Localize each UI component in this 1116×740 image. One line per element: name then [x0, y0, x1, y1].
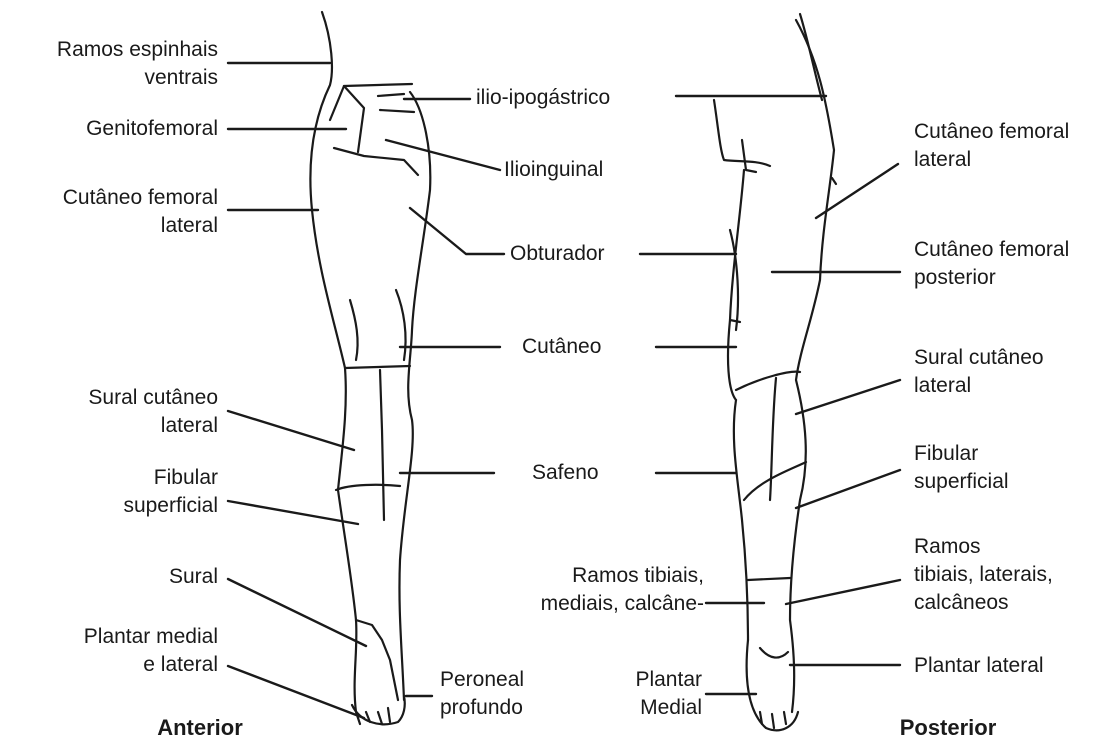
- label-ramos-tibiais-laterais: Ramos tibiais, laterais, calcâneos: [914, 533, 1053, 617]
- label-genitofemoral: Genitofemoral: [86, 115, 218, 143]
- label-peroneal-profundo: Peroneal profundo: [440, 666, 524, 722]
- posterior-leg-outline: [714, 14, 836, 730]
- label-sural-cutaneo-lateral-posterior: Sural cutâneo lateral: [914, 344, 1044, 400]
- label-plantar-medial: Plantar Medial: [635, 666, 702, 722]
- view-title-anterior: Anterior: [120, 714, 280, 740]
- view-title-posterior: Posterior: [868, 714, 1028, 740]
- label-obturador: Obturador: [510, 240, 605, 268]
- label-safeno: Safeno: [532, 459, 599, 487]
- label-cutaneo-femoral-posterior: Cutâneo femoral posterior: [914, 236, 1069, 292]
- label-ilio-ipogastrico: ilio-ipogástrico: [476, 84, 610, 112]
- label-plantar-lateral: Plantar lateral: [914, 652, 1044, 680]
- label-ramos-espinhais-ventrais: Ramos espinhais ventrais: [57, 36, 218, 92]
- label-cutaneo: Cutâneo: [522, 333, 601, 361]
- label-cutaneo-femoral-lateral-anterior: Cutâneo femoral lateral: [63, 184, 218, 240]
- label-fibular-superficial-anterior: Fibular superficial: [123, 464, 218, 520]
- label-ilioinguinal: Ilioinguinal: [504, 156, 603, 184]
- label-fibular-superficial-posterior: Fibular superficial: [914, 440, 1009, 496]
- label-sural: Sural: [169, 563, 218, 591]
- label-sural-cutaneo-lateral-anterior: Sural cutâneo lateral: [88, 384, 218, 440]
- label-ramos-tibiais-mediais: Ramos tibiais, mediais, calcâne-: [541, 562, 704, 618]
- label-cutaneo-femoral-lateral-posterior: Cutâneo femoral lateral: [914, 118, 1069, 174]
- anterior-leg-outline: [310, 12, 430, 724]
- label-plantar-medial-e-lateral: Plantar medial e lateral: [84, 623, 218, 679]
